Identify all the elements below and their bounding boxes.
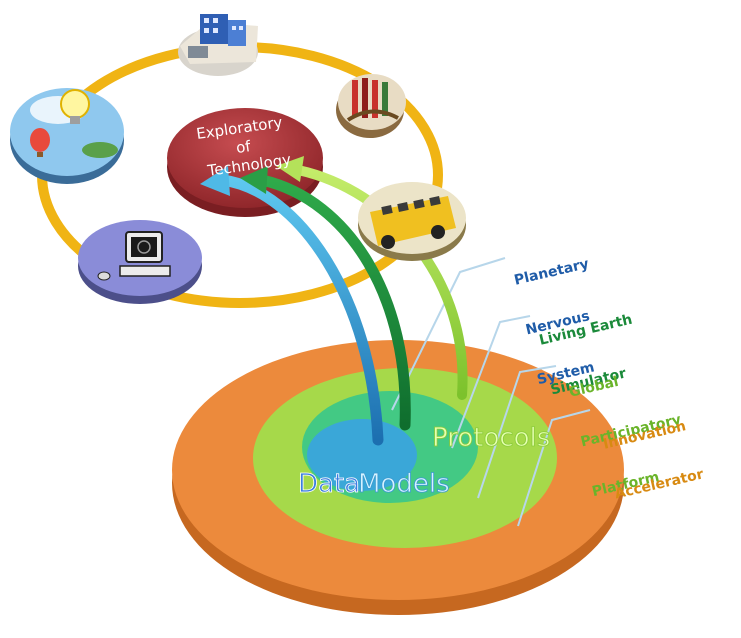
dark-green-arrow [256,174,411,431]
word-data: Data [298,469,360,499]
blue-arrow-head [200,166,230,196]
label-line: Planetary [512,256,591,289]
core-layer [307,419,417,491]
label-line: Accelerator [613,466,706,503]
school-bus-icon [358,182,466,261]
center-line-2: of [235,137,253,157]
light-green-arrow-head [276,156,304,182]
computer-icon [78,220,202,304]
leader-lines [391,257,591,527]
dark-green-arrow-head [240,166,268,194]
label-line: Innovation [601,418,688,453]
blue-arrow [216,174,384,446]
word-protocols: Protocols [432,423,550,453]
art-painting-icon [336,74,406,138]
lightbulb-balloon-icon [10,88,124,184]
layer-stack [172,340,624,615]
ring-words: Data Models Protocols [298,423,551,500]
building-icon [178,14,258,76]
word-models: Models [358,469,450,499]
